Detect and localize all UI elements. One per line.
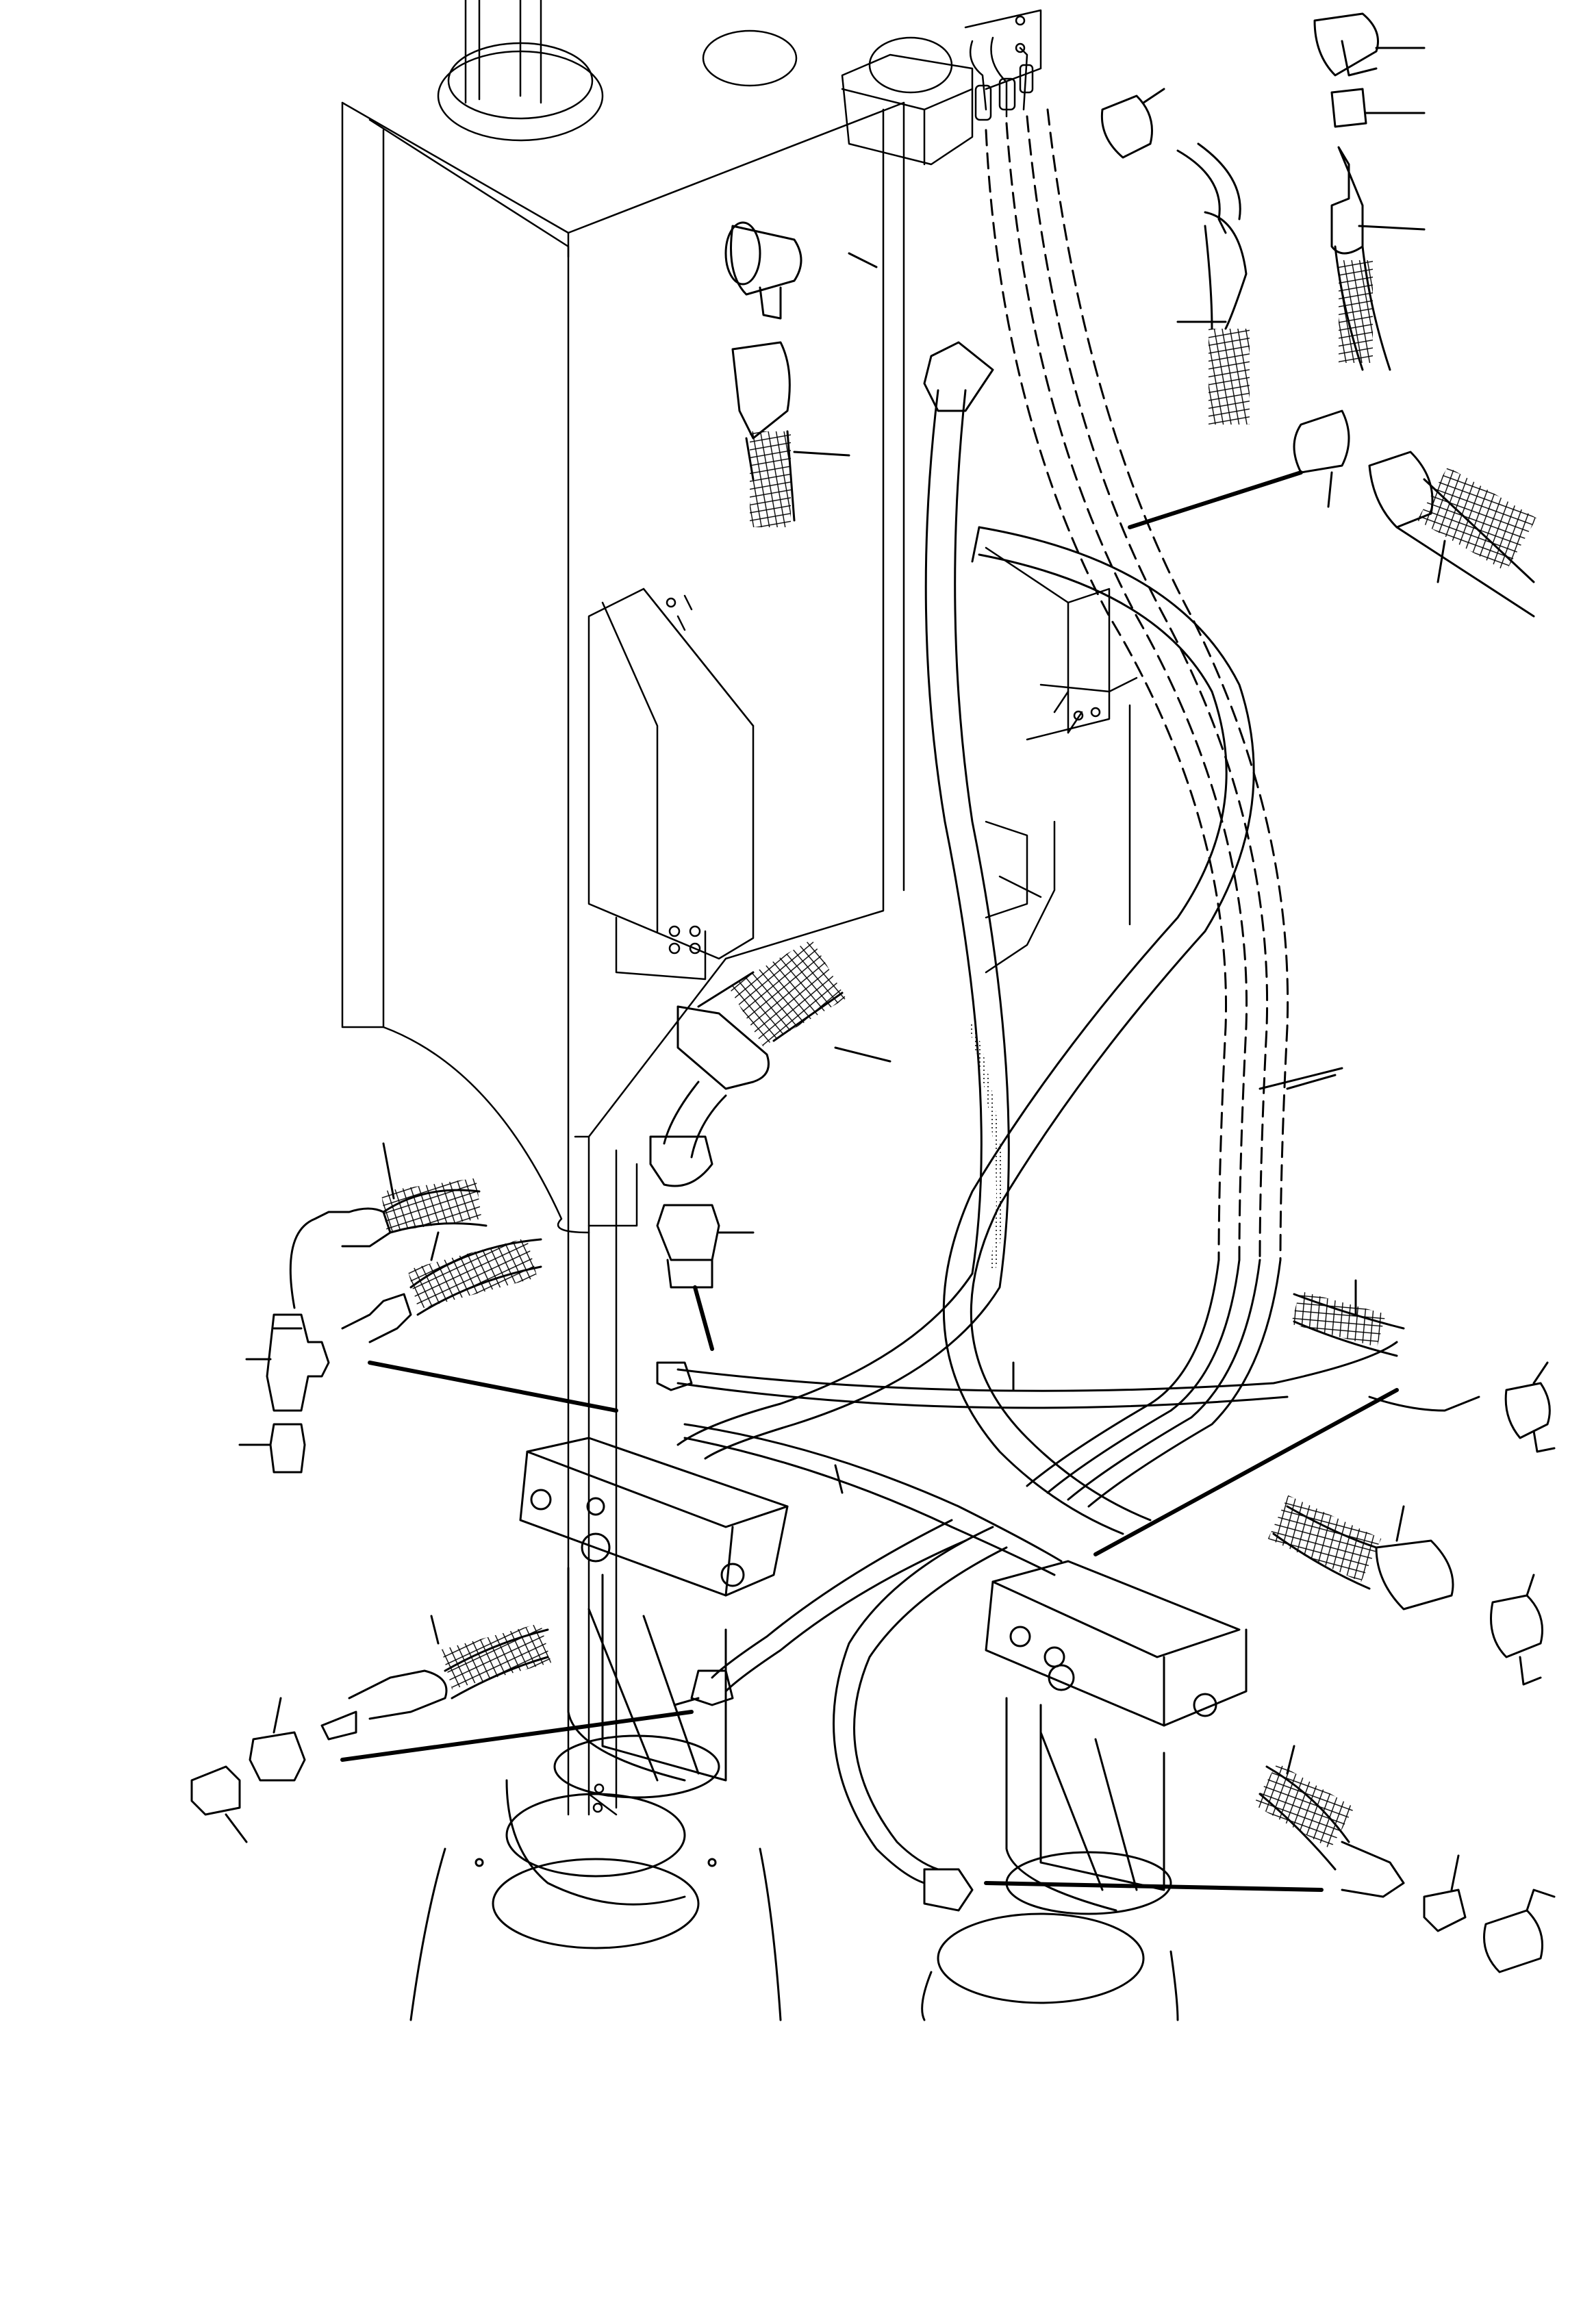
leader-line-bundle (1258, 1067, 1343, 1090)
hose-far-left-upper (289, 1142, 488, 1309)
adapter-fitting-top-right (1100, 88, 1165, 159)
pilot-fittings-top (969, 36, 1034, 121)
hose-to-left-motor-b (368, 1361, 1063, 1576)
hose-lower-middle (340, 1519, 967, 1762)
hose-right-mid (1368, 451, 1537, 618)
pilot-lines-lower (1026, 1259, 1282, 1508)
return-hose-loop (942, 526, 1255, 1535)
hydraulic-motor-right (921, 1560, 1248, 2021)
elbow-fitting-right-b (1490, 1574, 1543, 1686)
hose-lower-u (833, 1526, 1324, 1912)
hose-right-lower-c (1253, 1745, 1405, 1898)
return-filter-housing (841, 9, 1042, 166)
hose-end-top-center (731, 341, 850, 527)
hydraulic-motor-left (409, 1437, 789, 2021)
hose-lower-left (320, 1615, 552, 1741)
compression-nut-far-right (1330, 88, 1426, 128)
leader-line-bundle-b (1286, 1074, 1337, 1090)
hose-right-lower-a (1291, 1279, 1480, 1412)
adapter-nipple-left (656, 1204, 755, 1351)
nipple-lower-left (190, 1765, 248, 1843)
elbow-fitting-top-center (724, 221, 878, 320)
nipple-far-left (238, 1423, 306, 1474)
tee-fitting-far-left (245, 1313, 330, 1412)
hydraulic-tank (341, 0, 1131, 1816)
tank-bracket (985, 546, 1138, 974)
elbow-fitting-lower-right (1483, 1889, 1556, 1973)
straight-adapter-right-mid (1128, 409, 1350, 529)
hose-top-right-bend (1176, 142, 1250, 425)
compression-nut-lower-right (1423, 1854, 1467, 1932)
compression-nut-lower-left (249, 1697, 306, 1782)
pressure-hose-main (676, 341, 1010, 1460)
hose-far-right-top (1330, 146, 1426, 371)
pilot-lines-bundle (985, 108, 1289, 1261)
hose-to-left-motor-a (656, 1341, 1398, 1409)
hose-elbow-45-left (649, 939, 891, 1187)
hose-right-lower-b (1093, 1388, 1454, 1611)
elbow-fitting-far-right-top (1313, 12, 1426, 77)
hose-far-left-lower (341, 1231, 542, 1343)
elbow-fitting-right-a (1504, 1361, 1556, 1453)
